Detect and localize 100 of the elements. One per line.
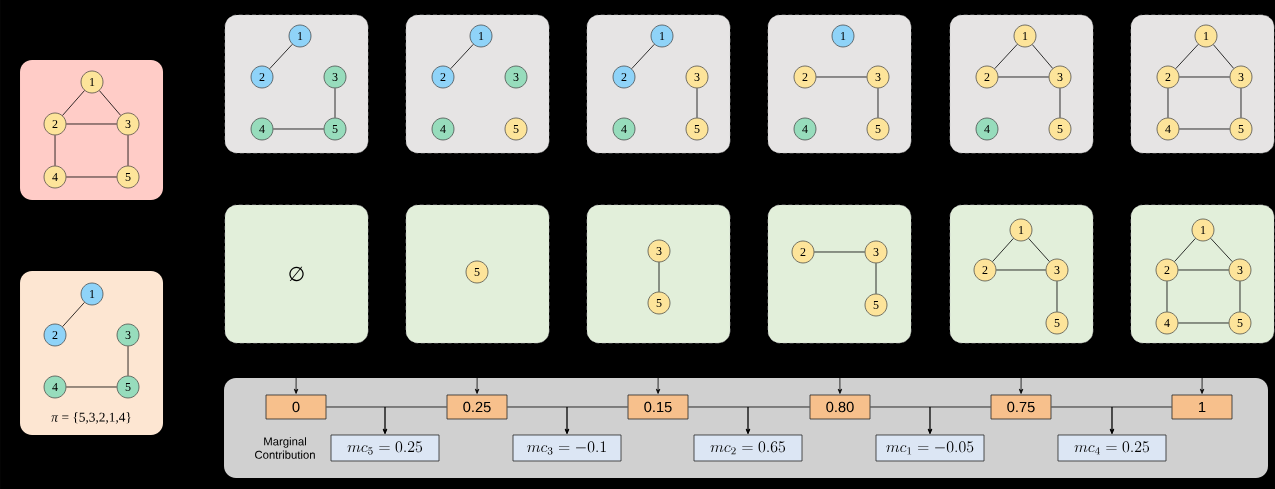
graph-vertex: 3	[866, 65, 890, 89]
graph-edge	[65, 386, 118, 388]
graph-vertex: 5	[1228, 311, 1252, 335]
graph-edge	[1059, 87, 1061, 119]
graph-edge	[1210, 237, 1233, 263]
graph-vertex: 5	[685, 117, 709, 141]
arrow	[474, 342, 480, 394]
graph-edge	[272, 128, 325, 130]
graph-edge	[658, 261, 660, 293]
graph-vertex: 2	[43, 323, 67, 347]
graph-edge	[1177, 269, 1230, 271]
graph-edge	[62, 302, 85, 327]
graph-vertex: 2	[43, 112, 67, 136]
graph-card	[405, 204, 550, 344]
graph-vertex: 5	[116, 165, 140, 189]
graph-vertex: 5	[1048, 117, 1072, 141]
graph-vertex: 3	[504, 65, 528, 89]
graph-edge	[269, 43, 293, 70]
graph-vertex: 2	[1156, 65, 1180, 89]
contribution-box: $mc_2 = 0.65$	[693, 434, 803, 462]
graph-edge	[1177, 322, 1230, 324]
graph-vertex: 2	[612, 65, 636, 89]
graph-edge	[334, 87, 336, 119]
contribution-box: $mc_5 = 0.25$	[330, 434, 440, 462]
row-label: Marginal Contribution	[255, 437, 315, 459]
graph-vertex: 4	[1156, 117, 1180, 141]
contribution-box: $mc_4 = 0.25$	[1057, 434, 1167, 462]
graph-vertex: 5	[465, 260, 489, 284]
graph-edge	[995, 269, 1047, 271]
graph-edge	[1166, 280, 1168, 313]
value-box: 0.25	[446, 394, 508, 420]
graph-edge	[1174, 238, 1196, 262]
graph-edge	[99, 90, 122, 116]
graph-vertex: 1	[80, 70, 104, 94]
arrow	[293, 342, 299, 394]
graph-edge	[696, 87, 698, 119]
graph-edge	[450, 43, 474, 70]
graph-vertex: 4	[431, 117, 455, 141]
graph-vertex: 5	[504, 117, 528, 141]
graph-vertex: 2	[793, 65, 817, 89]
graph-vertex: 5	[1045, 311, 1069, 335]
graph-edge	[65, 123, 118, 125]
graph-edge	[1167, 87, 1169, 119]
graph-vertex: 3	[647, 239, 671, 263]
graph-vertex: 3	[1229, 65, 1253, 89]
graph-vertex: 5	[866, 117, 890, 141]
empty-set-card: ∅	[224, 204, 369, 344]
graph-edge	[1239, 280, 1241, 313]
graph-vertex: 4	[612, 117, 636, 141]
graph-edge	[631, 43, 655, 70]
graph-edge	[992, 238, 1014, 262]
graph-edge	[815, 76, 868, 78]
graph-vertex: 1	[469, 24, 493, 48]
graph-vertex: 2	[1155, 258, 1179, 282]
graph-vertex: 1	[831, 24, 855, 48]
graph-card	[586, 204, 731, 344]
graph-edge	[1175, 43, 1199, 70]
graph-edge	[994, 43, 1018, 70]
graph-vertex: 2	[431, 65, 455, 89]
graph-edge	[1056, 280, 1058, 313]
arrow	[837, 342, 843, 394]
graph-edge	[877, 87, 879, 119]
arrow	[1018, 342, 1024, 394]
graph-vertex: 2	[973, 258, 997, 282]
arrow	[382, 406, 447, 434]
graph-edge	[1028, 238, 1050, 262]
graph-edge	[1178, 128, 1231, 130]
arrow	[1109, 406, 1172, 434]
graph-edge	[1031, 44, 1054, 69]
graph-vertex: 5	[864, 293, 888, 317]
graph-vertex: 5	[116, 375, 140, 399]
arrow	[564, 406, 628, 434]
graph-vertex: 1	[80, 282, 104, 306]
graph-vertex: 5	[1229, 117, 1253, 141]
graph-edge	[127, 345, 129, 377]
graph-vertex: 3	[1048, 65, 1072, 89]
value-box: 0.80	[809, 394, 871, 420]
graph-vertex: 2	[791, 240, 815, 264]
graph-edge	[62, 90, 85, 116]
graph-edge	[813, 251, 866, 253]
graph-edge	[65, 176, 118, 178]
arrow	[745, 406, 810, 434]
graph-vertex: 4	[975, 117, 999, 141]
graph-edge	[127, 134, 129, 167]
graph-vertex: 4	[43, 375, 67, 399]
graph-vertex: 3	[864, 240, 888, 264]
value-box: 0.75	[990, 394, 1052, 420]
graph-edge	[997, 76, 1050, 78]
graph-vertex: 4	[250, 117, 274, 141]
graph-edge	[1212, 44, 1235, 69]
graph-vertex: 2	[250, 65, 274, 89]
contribution-box: $mc_1 = -0.05$	[875, 434, 985, 462]
graph-vertex: 3	[323, 65, 347, 89]
graph-vertex: 5	[323, 117, 347, 141]
permutation-label: π = {5,3,2,1,4}	[51, 412, 131, 424]
value-box: 0.15	[627, 394, 689, 420]
arrow	[927, 406, 991, 434]
graph-card	[767, 204, 912, 344]
contribution-box: $mc_3 = -0.1$	[512, 434, 622, 462]
graph-vertex: 4	[1155, 311, 1179, 335]
